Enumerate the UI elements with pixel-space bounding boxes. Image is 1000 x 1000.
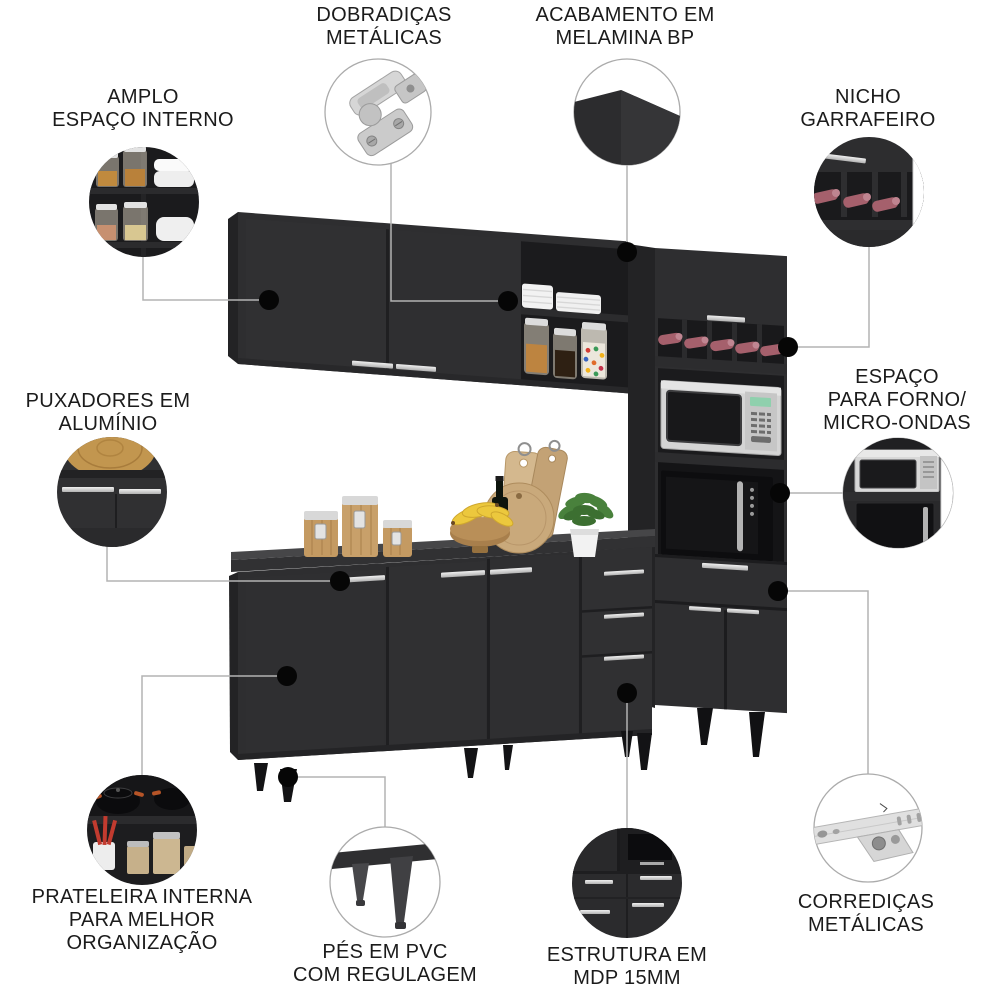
wood-canisters — [304, 496, 412, 557]
label-line: PARA MELHOR — [68, 909, 216, 931]
wall-door-handle-right — [396, 363, 436, 372]
drawer-handle-1 — [604, 569, 644, 576]
label-line: AMPLO — [107, 86, 179, 108]
label-line: ESTRUTURA EM — [546, 944, 708, 966]
base-door-handle-1 — [339, 575, 385, 583]
detail-photo-amplo-espaco — [89, 147, 199, 257]
tower-drawer-handle — [702, 562, 748, 571]
snack-jars — [524, 317, 607, 380]
microwave-window — [666, 389, 742, 447]
label-line: MICRO-ONDAS — [823, 412, 971, 434]
wine-rack — [658, 318, 785, 366]
label-line: ESPAÇO INTERNO — [52, 109, 234, 131]
wall-door-handle-left — [352, 360, 393, 369]
detail-photo-dobradicas — [324, 58, 432, 166]
callout-label-acabamento: ACABAMENTO EM MELAMINA BP — [505, 4, 745, 50]
base-door-2 — [389, 561, 486, 747]
dot-estrutura — [617, 683, 637, 703]
label-line: ESPAÇO — [855, 366, 939, 388]
dot-puxadores — [330, 571, 350, 591]
detail-photo-prateleira — [87, 775, 197, 885]
label-line: PRATELEIRA INTERNA — [31, 886, 253, 908]
base-door-handle-3 — [490, 567, 532, 575]
label-line: GARRAFEIRO — [800, 109, 936, 131]
connector-lines — [106, 163, 870, 828]
callout-label-amplo-espaco: AMPLO ESPAÇO INTERNO — [33, 86, 253, 132]
callout-label-puxadores: PUXADORES EM ALUMÍNIO — [0, 390, 218, 436]
dot-acabamento — [617, 242, 637, 262]
dot-amplo-espaco — [259, 290, 279, 310]
label-line: COM REGULAGEM — [293, 964, 477, 986]
base-door-1 — [246, 569, 384, 754]
label-line: DOBRADIÇAS — [316, 4, 452, 26]
base-door-handle-2 — [441, 570, 485, 578]
microwave-display — [750, 396, 771, 408]
dot-corredicas — [768, 581, 788, 601]
label-line: PÉS EM PVC — [322, 941, 448, 963]
base-cabinet — [229, 529, 655, 802]
label-line: NICHO — [835, 86, 901, 108]
label-line: CORREDIÇAS — [797, 891, 935, 913]
callout-label-estrutura: ESTRUTURA EM MDP 15MM — [517, 944, 737, 990]
hinge-drawing — [349, 70, 427, 157]
callout-label-forno: ESPAÇO PARA FORNO/ MICRO-ONDAS — [797, 366, 997, 435]
microwave-niche — [658, 368, 784, 462]
callout-label-pes: PÉS EM PVC COM REGULAGEM — [265, 941, 505, 987]
dot-prateleira — [277, 666, 297, 686]
counter-items — [304, 439, 614, 557]
dot-nicho-garrafeiro — [778, 337, 798, 357]
wall-cabinet — [228, 212, 628, 394]
base-door-3 — [490, 553, 578, 741]
label-line: METÁLICAS — [807, 914, 925, 936]
base-drawer-column — [582, 546, 652, 738]
drawer-handle-2 — [604, 612, 644, 619]
detail-photo-estrutura — [572, 828, 682, 938]
label-line: PARA FORNO/ — [827, 389, 967, 411]
wall-door-right — [389, 229, 520, 382]
detail-photo-acabamento — [573, 58, 681, 166]
dot-dobradicas — [498, 291, 518, 311]
detail-photo-forno — [842, 437, 954, 549]
label-line: PUXADORES EM — [25, 390, 191, 412]
plate-stacks — [522, 283, 601, 315]
oven-niche — [658, 462, 784, 562]
detail-photo-pes — [329, 826, 441, 938]
drawer-slide-drawing — [814, 803, 922, 863]
detail-photo-nicho-garrafeiro — [814, 137, 924, 247]
dot-pes — [278, 767, 298, 787]
callout-label-nicho-garrafeiro: NICHO GARRAFEIRO — [768, 86, 968, 132]
dot-forno — [770, 483, 790, 503]
label-line: ACABAMENTO EM — [535, 4, 715, 26]
potted-plant — [558, 492, 614, 557]
label-line: MDP 15MM — [573, 967, 681, 989]
label-line: ALUMÍNIO — [58, 413, 158, 435]
callout-label-dobradicas: DOBRADIÇAS METÁLICAS — [284, 4, 484, 50]
callout-dots — [259, 242, 798, 787]
label-line: ORGANIZAÇÃO — [66, 932, 218, 954]
drawer-handle-3 — [604, 654, 644, 661]
tower-door-handle — [707, 315, 745, 323]
wall-door-left — [246, 218, 386, 370]
banana-bowl — [450, 502, 514, 553]
label-line: METÁLICAS — [325, 27, 443, 49]
callout-label-corredicas: CORREDIÇAS METÁLICAS — [756, 891, 976, 937]
oven-handle — [737, 481, 743, 552]
detail-photo-puxadores — [57, 437, 167, 547]
callout-label-prateleira: PRATELEIRA INTERNA PARA MELHOR ORGANIZAÇ… — [12, 886, 272, 955]
label-line: MELAMINA BP — [555, 27, 695, 49]
detail-photo-corredicas — [813, 773, 923, 883]
